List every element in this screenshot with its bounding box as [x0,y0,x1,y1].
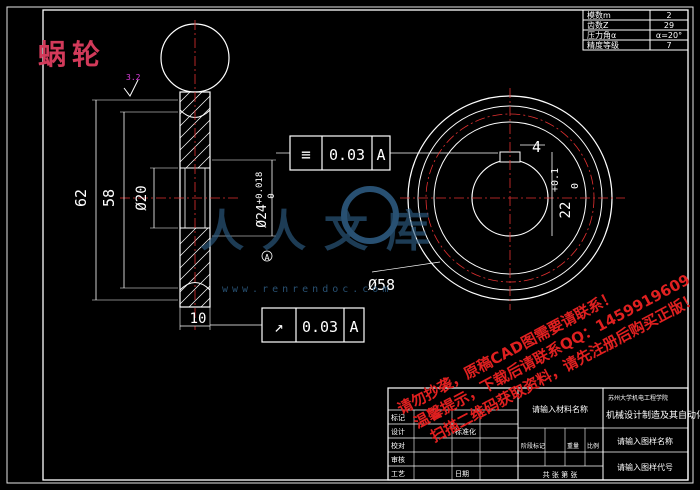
title-stamp: 蜗轮 [38,38,106,71]
dim-62: 62 [72,189,90,207]
tb-row-label: 校对 [391,441,405,450]
dim-10: 10 [190,311,207,327]
param-label: 压力角α [587,30,616,40]
tolerance-symbol: ≡ [301,145,311,164]
parameter-table: 模数m 2 齿数Z 29 压力角α α=20° 精度等级 7 [582,9,689,51]
surface-finish: 3.2 [126,73,141,82]
tolerance-frame-symmetry: ≡ 0.03 A [276,135,498,171]
section-hatch [179,91,211,308]
param-value: 29 [664,21,674,30]
tb-row-label: 标记 [391,413,405,422]
dim-keyway-22: 22 [558,202,574,219]
tb-drawing-name: 请输入图样名称 [617,436,673,446]
tb-sheet: 共 张 第 张 [543,470,578,479]
outer-border [6,6,694,484]
watermark: 人人文库 www.renrendoc.com [200,186,448,295]
dim-d24: Ø24 [255,204,270,228]
watermark-url: www.renrendoc.com [222,284,392,295]
tol-keyway-lower: 0 [570,183,581,189]
tolerance-frame-runout: ↗ 0.03 A [261,307,365,343]
tb-drawing-code: 请输入图样代号 [617,462,673,472]
tb-row-label: 审核 [391,455,405,464]
tolerance-value: 0.03 [302,318,338,336]
tol-keyway: +0.1 [550,168,561,192]
watermark-logo: 人人文库 [200,206,448,257]
param-label: 齿数Z [587,20,609,30]
title-block: 标记 设计 校对 审核 工艺 标准化 日期 请输入材料名称 阶段标记 重量 比例… [387,387,700,481]
tolerance-datum: A [349,318,358,336]
param-label: 精度等级 [587,40,619,50]
dim-keyway-4: 4 [532,138,541,156]
dim-58: 58 [100,189,118,207]
tb-row-label: 设计 [391,427,405,436]
datum-a: A [265,253,270,262]
tb-material: 请输入材料名称 [532,404,588,414]
dim-d58: Ø58 [368,276,395,294]
drawing-frame [42,9,689,481]
param-value: 2 [666,11,671,20]
watermark-logo-ring [341,186,399,244]
watermark-red-text: 请勿抄袭，原稿CAD图需要请联系！ 温馨提示，下载后请联系QQ：14599196… [395,271,700,446]
tb-school: 苏州大学机电工程学院 [608,394,668,402]
dim-d20: Ø20 [134,185,150,210]
front-view: 4 22 +0.1 0 Ø58 [368,88,625,310]
tol-lower: 0 [267,193,277,198]
tb-col-label: 比例 [587,442,599,450]
tb-col-label: 阶段标记 [521,442,545,450]
tolerance-datum: A [376,146,385,164]
tolerance-symbol: ↗ [274,317,284,336]
tolerance-value: 0.03 [329,146,365,164]
param-label: 模数m [587,10,611,20]
tb-col-label: 重量 [567,442,579,450]
tb-row-label: 标准化 [455,427,476,436]
tb-row-label: 工艺 [391,470,405,478]
tol-upper: +0.018 [255,172,265,205]
tb-title: 机械设计制造及其自动化 [606,409,700,421]
side-view: 62 58 Ø20 Ø24 +0.018 0 A 3.2 10 [72,20,277,330]
param-value: α=20° [656,31,682,40]
tb-row-label: 日期 [455,470,469,478]
param-value: 7 [666,41,671,50]
